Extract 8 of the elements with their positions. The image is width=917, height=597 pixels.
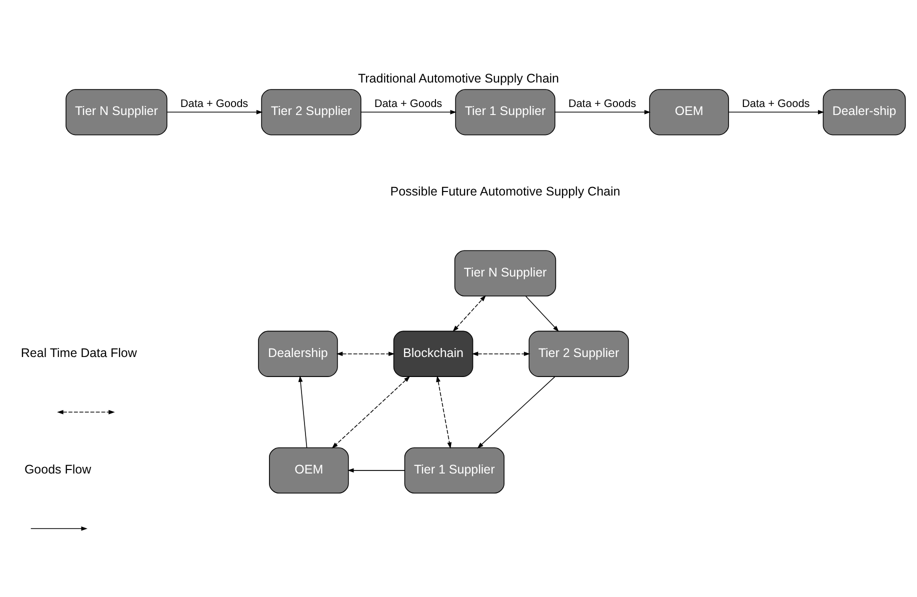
legend-label: Goods Flow [24, 462, 92, 476]
label: Possible Future Automotive Supply Chain [390, 184, 620, 198]
legend-label: Real Time Data Flow [20, 345, 137, 360]
edge-label: Data + Goods [568, 97, 636, 110]
edge-label: Data + Goods [742, 97, 810, 110]
diagram-title: Traditional Automotive Supply Chain [358, 70, 560, 85]
edge-label: Data + Goods [374, 97, 442, 110]
edge-label: Data + Goods [180, 97, 248, 110]
